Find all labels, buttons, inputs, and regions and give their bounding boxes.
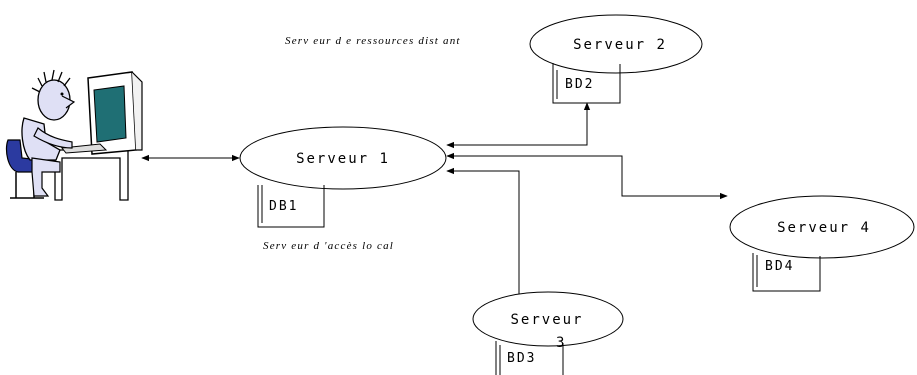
server-1-label: Serveur 1 (296, 151, 390, 167)
server-3-label: Serveur (510, 312, 583, 328)
server-4-node: Serveur 4 (729, 195, 915, 259)
server-1-node: Serveur 1 (239, 126, 447, 190)
bd3-database: BD3 (495, 341, 564, 375)
bd3-label: BD3 (507, 351, 536, 366)
server1-server2-connector (446, 102, 591, 149)
server-4-label: Serveur 4 (777, 220, 871, 236)
bd4-database: BD4 (752, 253, 821, 292)
bd2-database: BD2 (552, 63, 621, 104)
server-3-label-number: 3 (556, 335, 566, 351)
db1-label: DB1 (269, 199, 298, 214)
server1-server4-connector (446, 152, 728, 200)
remote-server-caption: Serv eur d e ressources dist ant (285, 35, 461, 47)
server-2-node: Serveur 2 (529, 14, 703, 74)
bd2-label: BD2 (565, 77, 594, 92)
server-2-label: Serveur 2 (573, 37, 667, 53)
local-server-caption: Serv eur d 'accès lo cal (263, 240, 394, 252)
user-at-computer-icon (5, 69, 143, 201)
bd4-label: BD4 (765, 259, 794, 274)
server-3-node: Serveur (472, 291, 624, 347)
server1-server3-connector (446, 167, 523, 304)
db1-database: DB1 (257, 185, 325, 228)
